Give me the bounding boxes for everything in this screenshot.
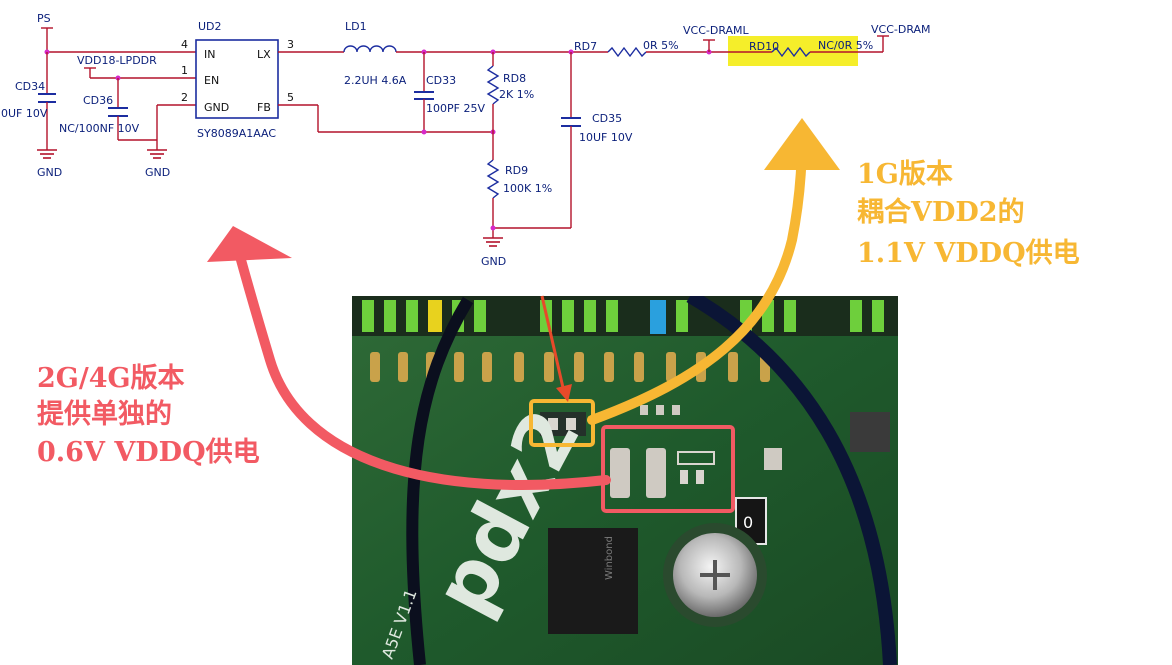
inductor-value: 2.2UH 4.6A <box>344 74 407 87</box>
rd8-resistor <box>486 65 500 105</box>
ic-ud2-body <box>195 39 279 119</box>
cable-right <box>686 296 897 665</box>
cd33-ref: CD33 <box>426 74 456 87</box>
rd7-resistor <box>607 46 647 58</box>
flash-chip <box>548 528 638 634</box>
yellow-arrow-head <box>764 118 840 170</box>
rd10-ref: RD10 <box>749 40 779 53</box>
annotation-left: 2G/4G版本 提供单独的 0.6V VDDQ供电 <box>37 363 260 468</box>
rd9-value: 100K 1% <box>503 182 552 195</box>
pin-num-fb: 5 <box>287 91 294 104</box>
gnd-label-2: GND <box>145 166 170 179</box>
gnd-label-3: GND <box>481 255 506 268</box>
rd7-value: 0R 5% <box>643 39 679 52</box>
cd36-ref: CD36 <box>83 94 113 107</box>
rd7-ref: RD7 <box>574 40 597 53</box>
pin-gnd: GND <box>204 101 229 114</box>
pin-en: EN <box>204 74 219 87</box>
red-highlight-box <box>601 425 735 513</box>
annotation-left-line-1: 2G/4G版本 <box>37 363 185 394</box>
pin-in: IN <box>204 48 215 61</box>
pcb-photo: 0 Winbond pdx2 A5E V1.1 <box>352 295 898 665</box>
red-arrow-head <box>207 226 292 262</box>
net-ps-label: PS <box>37 12 51 25</box>
ic-ref: UD2 <box>198 20 222 33</box>
annotation-right-line-1: 1G版本 <box>857 159 953 190</box>
cd34-ref: CD34 <box>15 80 45 93</box>
gnd-symbol <box>147 149 167 159</box>
rd10-highlight <box>728 36 858 66</box>
rd10-value: NC/0R 5% <box>818 39 873 52</box>
rd8-value: 2K 1% <box>499 88 534 101</box>
annotation-right-line-2: 耦合VDD2的 <box>857 196 1025 228</box>
cd35-ref: CD35 <box>592 112 622 125</box>
gnd-label-1: GND <box>37 166 62 179</box>
red-pointer-arrow <box>540 295 566 393</box>
header-pads <box>370 352 770 382</box>
pin-num-gnd: 2 <box>181 91 188 104</box>
gnd-symbol <box>483 237 503 247</box>
annotation-left-line-2: 提供单独的 <box>37 398 172 430</box>
rd9-ref: RD9 <box>505 164 528 177</box>
annotation-right-line-3: 1.1V VDDQ供电 <box>857 238 1080 269</box>
schematic: PS CD34 10UF 10V GND VDD18-LPDDR CD36 NC… <box>0 12 931 268</box>
ic-part: SY8089A1AAC <box>197 127 276 140</box>
pin-header <box>352 296 898 336</box>
pin-fb: FB <box>257 101 271 114</box>
inductor-ld1 <box>343 45 397 53</box>
pin-lx: LX <box>257 48 271 61</box>
net-vdd18-label: VDD18-LPDDR <box>77 54 157 67</box>
net-vcc-dram-label: VCC-DRAM <box>871 23 931 36</box>
red-curved-arrow <box>230 233 611 490</box>
rd8-ref: RD8 <box>503 72 526 85</box>
rd9-resistor <box>486 159 500 199</box>
pin-num-en: 1 <box>181 64 188 77</box>
cd36-value: NC/100NF 10V <box>59 122 140 135</box>
smd-components <box>540 405 890 498</box>
cd34-value: 10UF 10V <box>0 107 48 120</box>
pin-num-lx: 3 <box>287 38 294 51</box>
net-vcc-draml-label: VCC-DRAML <box>683 24 750 37</box>
pin-num-in: 4 <box>181 38 188 51</box>
rd10-resistor <box>771 46 811 58</box>
cable-left <box>406 296 474 665</box>
component-mark: 0 <box>743 513 753 532</box>
gnd-symbol <box>37 149 57 159</box>
cd33-value: 100PF 25V <box>426 102 485 115</box>
annotation-left-line-3: 0.6V VDDQ供电 <box>37 437 260 468</box>
cd35-value: 10UF 10V <box>579 131 633 144</box>
annotation-right: 1G版本 耦合VDD2的 1.1V VDDQ供电 <box>857 159 1080 269</box>
inductor-ref: LD1 <box>345 20 367 33</box>
chip-marking: Winbond <box>604 536 615 580</box>
